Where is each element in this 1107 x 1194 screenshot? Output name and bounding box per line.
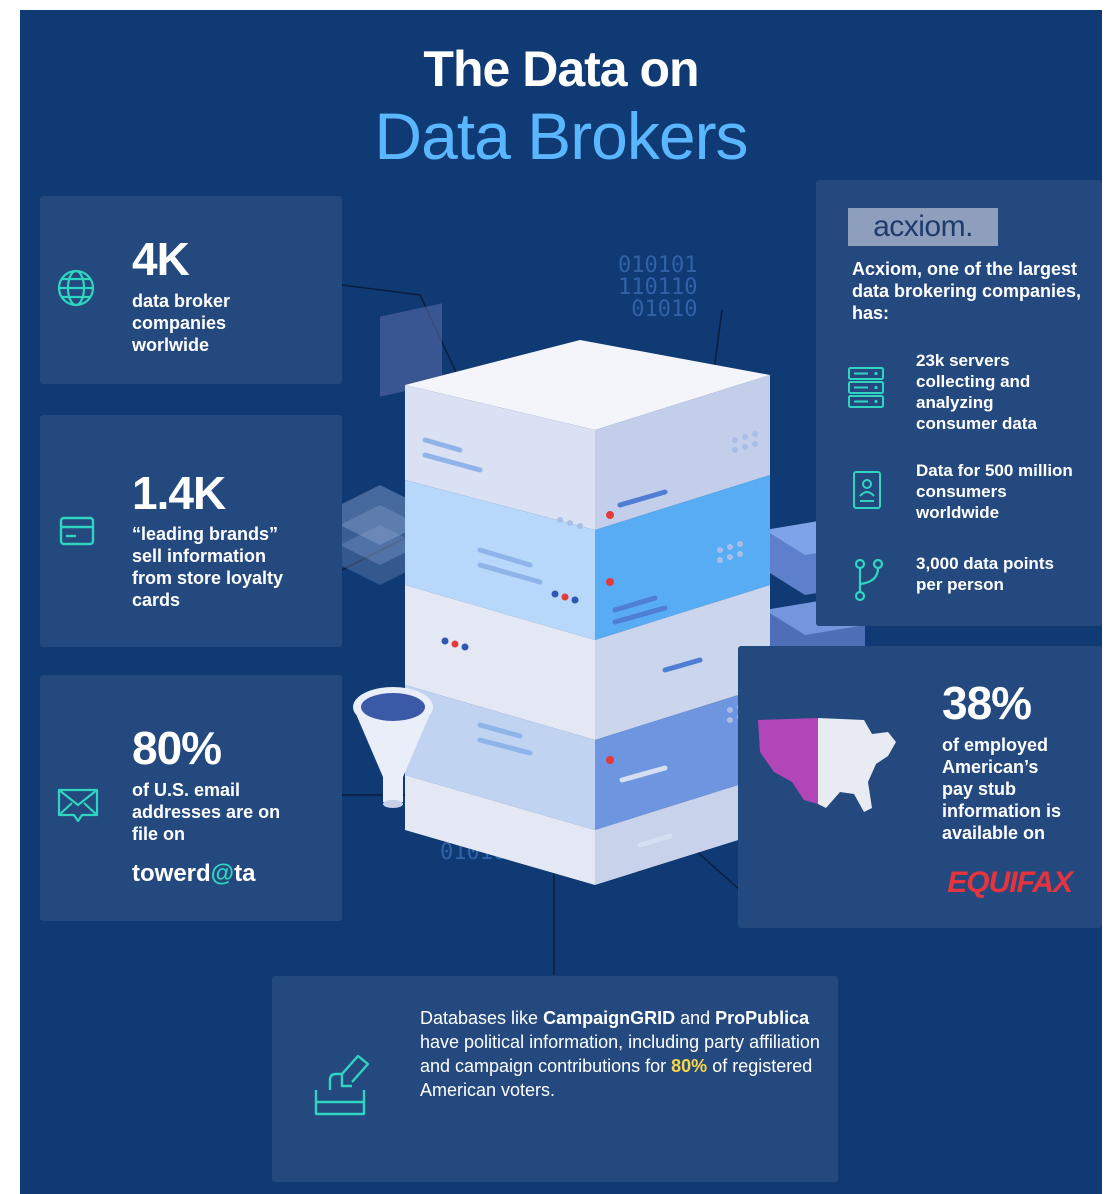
globe-icon (57, 269, 95, 307)
envelope-icon (57, 788, 99, 823)
voters-highlight: 80% (671, 1056, 708, 1076)
binary-decoration-top: 010101 110110 01010 (618, 253, 698, 322)
stat-email-value: 80% (132, 722, 222, 774)
acxiom-item-servers: 23k servers collecting and analyzing con… (916, 351, 1037, 433)
card-voters: Databases like CampaignGRID and ProPubli… (272, 976, 838, 1182)
acxiom-item-consumers: Data for 500 million consumers worldwide (916, 461, 1073, 522)
stat-companies-value: 4K (132, 233, 190, 285)
card-paystub: 38% of employed American’s pay stub info… (738, 646, 1102, 928)
stat-brands-text: “leading brands” sell information from s… (132, 524, 284, 610)
acxiom-item-datapoints: 3,000 data points per person (916, 554, 1054, 594)
stat-brands-value: 1.4K (132, 467, 226, 519)
card-companies: 4K data broker companies worlwide (40, 196, 342, 384)
stat-paystub-text: of employed American’s pay stub informat… (942, 735, 1062, 843)
card-brands: 1.4K “leading brands” sell information f… (40, 415, 342, 647)
acxiom-logo: acxiom. (848, 208, 998, 246)
infographic-canvas: The Data on Data Brokers 010101 110110 0… (20, 10, 1102, 1194)
server-stack-illustration (405, 340, 770, 885)
stat-email-text: of U.S. email addresses are on file on (132, 780, 281, 844)
card-email: 80% of U.S. email addresses are on file … (40, 675, 342, 921)
equifax-logo: EQUIFAX (947, 866, 1073, 899)
funnel-icon (353, 687, 433, 808)
title-line-2: Data Brokers (374, 99, 748, 173)
server-rack-icon (848, 367, 884, 408)
stat-companies-text: data broker companies worlwide (132, 291, 231, 355)
title-line-1: The Data on (423, 41, 699, 97)
branch-icon (854, 558, 884, 602)
card-acxiom: acxiom. Acxiom, one of the largest data … (816, 180, 1102, 626)
propublica-brand: ProPublica (715, 1008, 810, 1028)
stat-paystub-value: 38% (942, 677, 1032, 729)
ballot-box-icon (314, 1054, 370, 1116)
credit-card-icon (59, 516, 95, 546)
id-badge-icon (853, 471, 881, 509)
usa-map-icon (758, 718, 896, 812)
voters-text: Databases like CampaignGRID and ProPubli… (420, 1008, 820, 1100)
towerdata-logo: towerd@ta (132, 860, 256, 887)
acxiom-intro: Acxiom, one of the largest data brokerin… (852, 259, 1082, 323)
campaigngrid-brand: CampaignGRID (543, 1008, 676, 1028)
